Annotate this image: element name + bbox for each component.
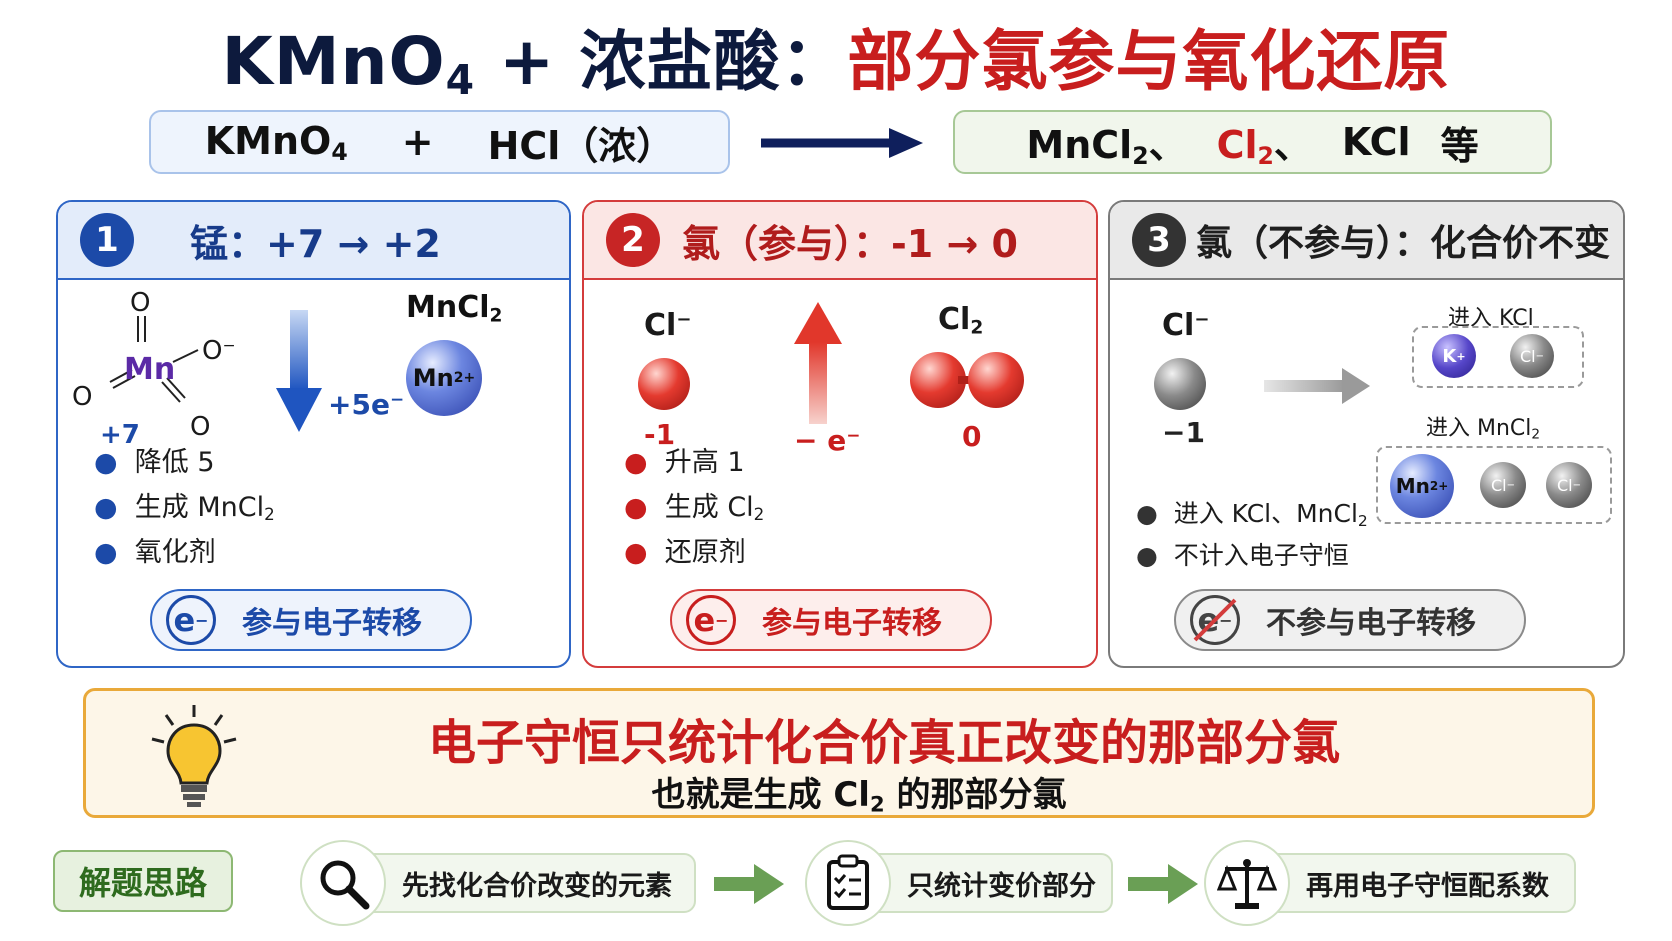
chloride-label: Cl− [644, 308, 692, 343]
chlorine-participating-bullets: ● 升高 1 ● 生成 Cl2 ● 还原剂 [624, 440, 764, 575]
bullet-item: ● 不计入电子守恒 [1136, 541, 1349, 570]
reactant-hcl: HCl（浓） [487, 123, 675, 168]
chlorine-spectator-bullets: ● 进入 KCl、MnCl2 ● 不计入电子守恒 [1136, 494, 1368, 578]
lightbulb-icon [151, 705, 237, 807]
balance-scale-icon [1204, 840, 1290, 926]
spectator-ox-state: −1 [1162, 416, 1205, 449]
spectator-chloride-sphere [1154, 358, 1206, 410]
reactants-box: KMnO4 + HCl（浓） [149, 110, 730, 174]
participates-electron-transfer-badge: e− 参与电子转移 [150, 589, 472, 651]
chlorine-spectator-header: 3 氯（不参与）：化合价不变 [1110, 202, 1623, 280]
electrons-gained: +5e− [328, 388, 404, 421]
manganese-bullets: ● 降低 5 ● 生成 MnCl2 ● 氧化剂 [94, 440, 275, 575]
reduction-down-arrow-icon [276, 310, 322, 432]
manganese-heading: 锰：+7 → +2 [190, 221, 441, 266]
mncl2-label: MnCl2 [406, 290, 503, 327]
cl2-atom-left [910, 352, 966, 408]
reaction-arrow-icon [761, 128, 923, 158]
chloride-ox-state: -1 [644, 418, 676, 451]
bullet-item: ● 升高 1 [624, 447, 745, 478]
kcl-group: K+ Cl− [1412, 326, 1584, 388]
chlorine-participating-header: 2 氯（参与）：-1 → 0 [584, 202, 1096, 280]
product-mncl2: MnCl2、 [1026, 123, 1187, 170]
product-kcl: KCl [1341, 120, 1411, 164]
oxidation-up-arrow-icon [794, 302, 842, 424]
enters-mncl2-label: 进入 MnCl2 [1426, 416, 1541, 443]
electron-icon: e− [166, 595, 216, 645]
step-number-1: 1 [80, 213, 134, 267]
manganese-panel-header: 1 锰：+7 → +2 [58, 202, 569, 280]
chloride-sphere [638, 358, 690, 410]
mncl2-chloride-ion: Cl− [1546, 462, 1592, 508]
manganese-panel: 1 锰：+7 → +2 O O− O O Mn +7 +5e− MnCl2 Mn… [56, 200, 571, 668]
bullet-item: ● 降低 5 [94, 447, 215, 478]
cl2-bond [958, 376, 974, 384]
oxygen-bottom: O [190, 412, 211, 442]
oxygen-right: O− [202, 336, 236, 366]
conclusion-main-text: 电子守恒只统计化合价真正改变的那部分氯 [427, 715, 1340, 771]
cl2-ox-state: 0 [962, 420, 982, 453]
oxygen-top: O [130, 288, 151, 318]
manganese-ox-state: +7 [100, 420, 140, 450]
step-number-2: 2 [606, 213, 660, 267]
step-arrow-icon [1128, 864, 1198, 904]
no-electron-transfer-badge: e− 不参与电子转移 [1174, 589, 1526, 651]
kcl-chloride-ion: Cl− [1510, 334, 1554, 378]
magnifier-icon [300, 840, 386, 926]
unchanged-arrow-icon [1264, 368, 1370, 404]
step-find-changed-element: 先找化合价改变的元素 [300, 840, 696, 926]
potassium-ion: K+ [1432, 334, 1476, 378]
oxygen-left: O [72, 382, 93, 412]
spectator-chloride-label: Cl− [1162, 308, 1210, 343]
mncl2-chloride-ion: Cl− [1480, 462, 1526, 508]
bullet-item: ● 进入 KCl、MnCl2 [1136, 499, 1368, 530]
participates-electron-transfer-badge: e− 参与电子转移 [670, 589, 992, 651]
chlorine-spectator-panel: 3 氯（不参与）：化合价不变 Cl− −1 进入 KCl K+ Cl− 进入 M… [1108, 200, 1625, 668]
conclusion-box: 电子守恒只统计化合价真正改变的那部分氯 也就是生成 Cl2 的那部分氯 [83, 688, 1595, 818]
conclusion-sub-text: 也就是生成 Cl2 的那部分氯 [651, 775, 1067, 817]
bullet-item: ● 生成 Cl2 [624, 492, 765, 525]
bullet-item: ● 氧化剂 [94, 537, 216, 569]
no-electron-icon: e− [1190, 595, 1240, 645]
page-title: KMnO4 + 浓盐酸：部分氯参与氧化还原 [221, 23, 1451, 105]
bullet-item: ● 还原剂 [624, 537, 746, 569]
manganese-atom: Mn [124, 352, 176, 387]
chlorine-spectator-heading: 氯（不参与）：化合价不变 [1196, 223, 1611, 264]
step-arrow-icon [714, 864, 784, 904]
product-etc: 等 [1440, 123, 1479, 168]
plus-sign: + [401, 120, 434, 164]
clipboard-icon [805, 840, 891, 926]
cl2-label: Cl2 [938, 302, 984, 339]
step-number-3: 3 [1132, 213, 1186, 267]
chlorine-participating-heading: 氯（参与）：-1 → 0 [682, 221, 1018, 266]
approach-label: 解题思路 [53, 850, 233, 912]
bullet-item: ● 生成 MnCl2 [94, 492, 275, 525]
step-count-changed-part: 只统计变价部分 [805, 840, 1113, 926]
permanganate-structure [109, 316, 199, 403]
reactant-kmno4: KMnO4 [204, 118, 348, 166]
product-cl2: Cl2、 [1216, 123, 1312, 170]
chlorine-participating-panel: 2 氯（参与）：-1 → 0 Cl− -1 − e− Cl2 0 ● 升高 1 … [582, 200, 1098, 668]
step-balance-electrons: 再用电子守恒配系数 [1204, 840, 1576, 926]
cl2-atom-right [968, 352, 1024, 408]
electrons-lost: − e− [794, 424, 861, 457]
electron-icon: e− [686, 595, 736, 645]
products-box: MnCl2、 Cl2、 KCl 等 [953, 110, 1552, 174]
